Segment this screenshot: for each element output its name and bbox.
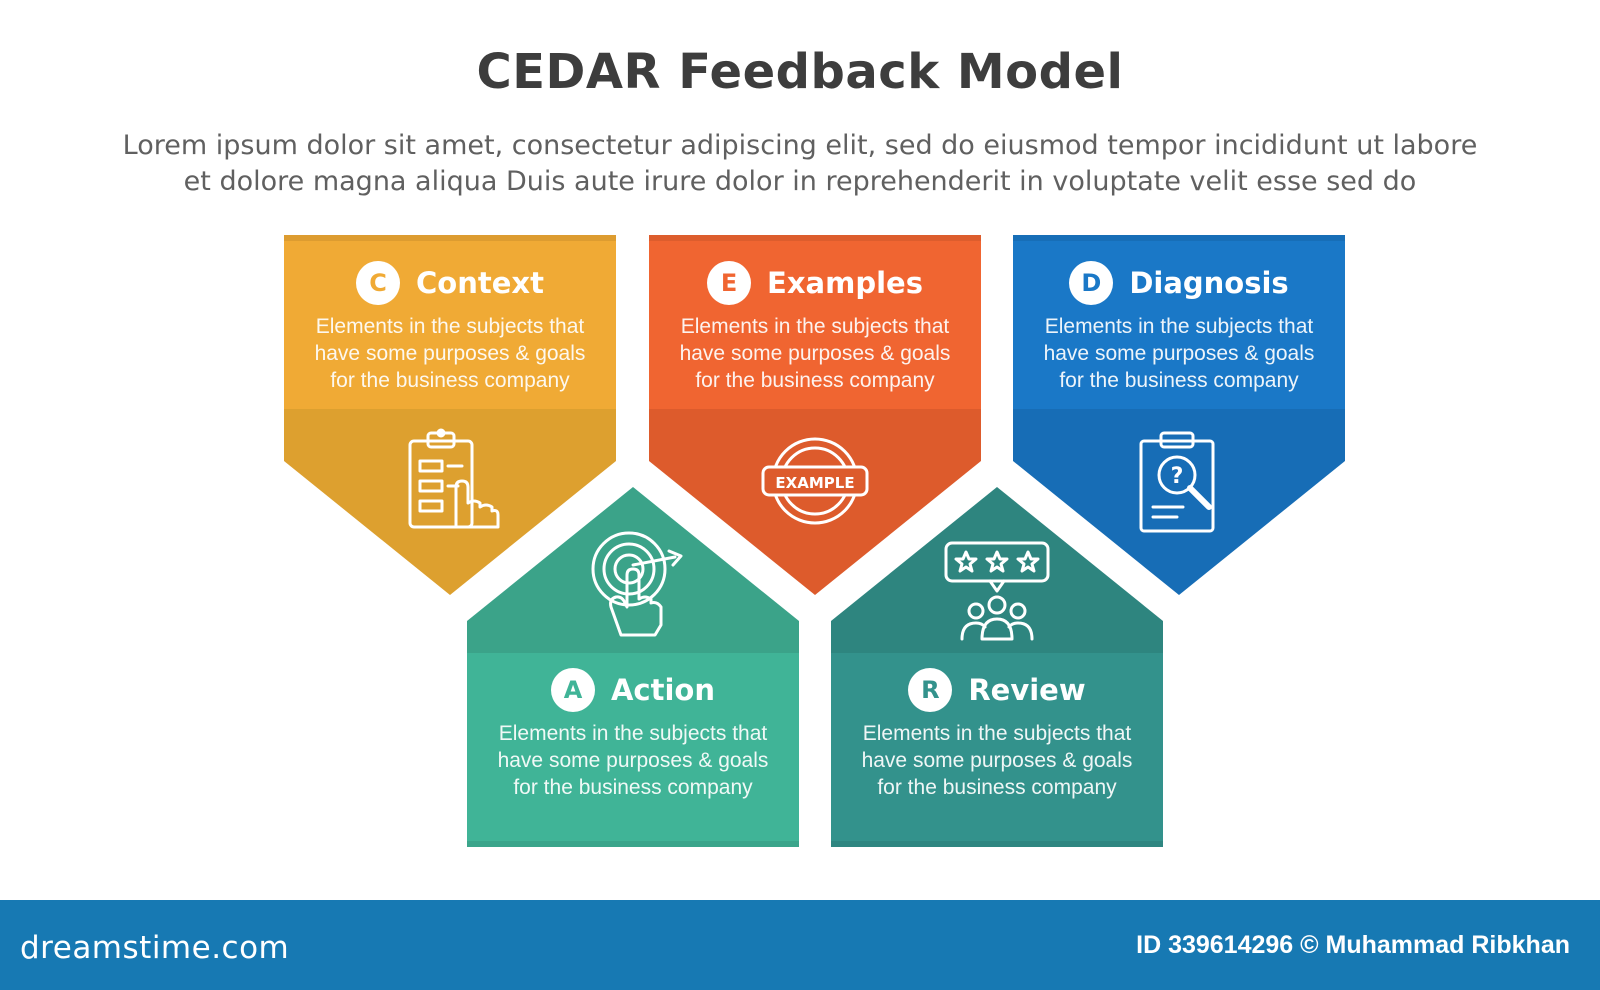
example-stamp-icon: EXAMPLE: [761, 437, 869, 525]
subtitle-line: et dolore magna aliqua Duis aute irure d…: [183, 166, 1417, 197]
document-search-icon: ?: [1139, 431, 1215, 533]
card-examples: E Examples Elements in the subjects that…: [649, 235, 981, 595]
svg-text:?: ?: [1171, 464, 1184, 489]
letter-badge: A: [550, 668, 595, 712]
card-diagnosis: D Diagnosis Elements in the subjects tha…: [1013, 235, 1345, 595]
rating-review-icon: [944, 541, 1050, 641]
subtitle-line: Lorem ipsum dolor sit amet, consectetur …: [122, 130, 1478, 161]
brand-logo: dreamstime.com: [20, 930, 290, 966]
letter-badge: C: [356, 261, 401, 305]
card-title: Review: [968, 673, 1086, 707]
page-title: CEDAR Feedback Model: [476, 44, 1124, 100]
clipboard-hand-icon: [408, 428, 500, 529]
letter-badge: D: [1069, 261, 1114, 305]
card-title: Context: [416, 266, 544, 300]
target-click-icon: [591, 531, 683, 637]
letter-badge: E: [707, 261, 752, 305]
page-subtitle: Lorem ipsum dolor sit amet, consectetur …: [60, 128, 1540, 200]
card-title: Diagnosis: [1129, 266, 1289, 300]
footer-banner: dreamstime.com ID 339614296 © Muhammad R…: [0, 900, 1600, 990]
image-credit: ID 339614296 © Muhammad Ribkhan: [1136, 931, 1570, 959]
letter-badge: R: [908, 668, 953, 712]
svg-text:EXAMPLE: EXAMPLE: [775, 474, 854, 492]
card-title: Action: [610, 673, 715, 707]
card-title: Examples: [767, 266, 923, 300]
